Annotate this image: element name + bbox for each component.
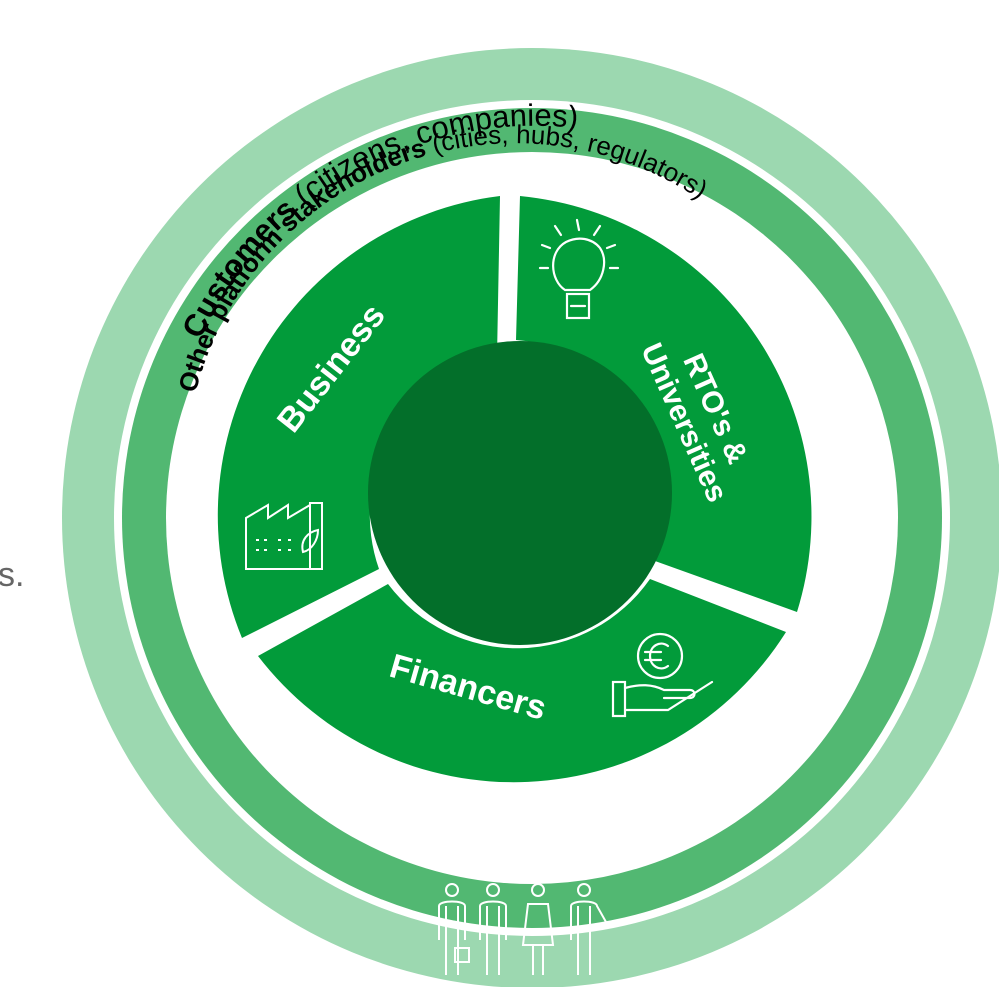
person-1-icon: [438, 883, 470, 975]
person-3-icon: [521, 883, 555, 975]
people-group-icon: [438, 883, 607, 975]
euro-hand-icon: [611, 632, 714, 718]
person-2-icon: [479, 883, 507, 975]
lightbulb-icon: [538, 218, 620, 320]
factory-icon: [245, 502, 323, 570]
core-circle: [368, 341, 672, 645]
segment-financers: [258, 579, 786, 783]
cloud-network-icon: [470, 816, 569, 869]
person-4-icon: [570, 883, 607, 975]
left-text-fragment: s.: [0, 556, 24, 594]
segment-business: [217, 196, 500, 638]
